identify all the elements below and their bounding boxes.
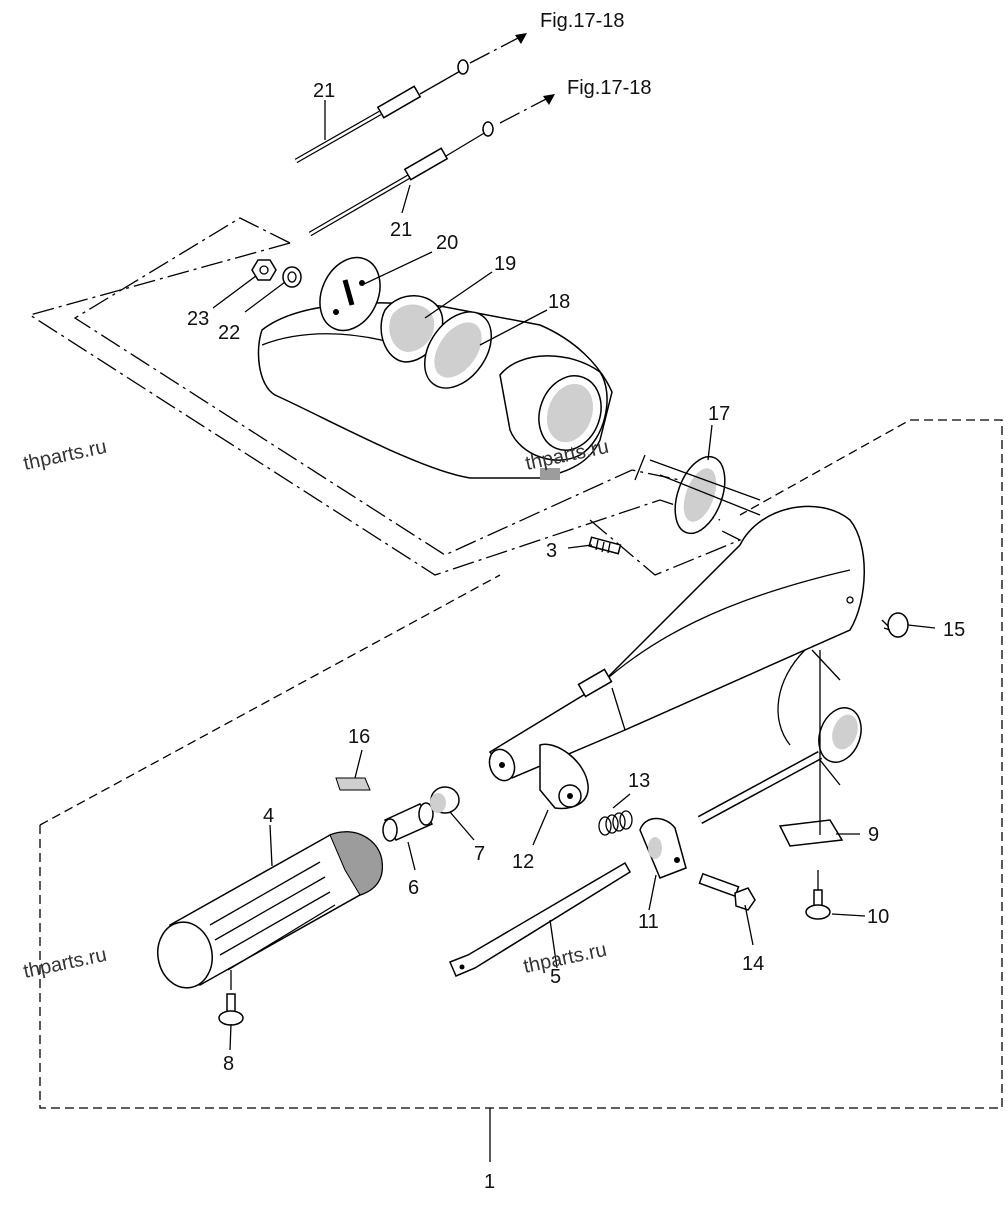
arrow-line-second: [499, 96, 551, 124]
friction-knob-12: [539, 743, 589, 810]
throttle-rod-5: [449, 861, 632, 977]
callout-19: 19: [494, 253, 516, 275]
label-16: [335, 777, 371, 791]
callout-3: 3: [546, 540, 557, 562]
fig-ref-second: Fig.17-18: [567, 77, 652, 99]
collar-6: [382, 802, 434, 842]
gasket-19: [380, 295, 444, 363]
callout-23: 23: [187, 308, 209, 330]
watermark-3: thparts.ru: [21, 944, 108, 983]
fig-ref-top: Fig.17-18: [540, 10, 625, 32]
washer-22: [282, 266, 302, 288]
upper-cover-housing: [257, 302, 613, 480]
callout-21-lower: 21: [390, 219, 412, 241]
spring-13: [598, 810, 633, 836]
plate-9: [778, 819, 844, 847]
tiller-arm: [488, 505, 865, 824]
nut-23: [251, 259, 277, 281]
callout-9: 9: [868, 824, 879, 846]
arrow-line-top: [469, 35, 523, 64]
callout-10: 10: [867, 906, 889, 928]
stud-3: [588, 536, 622, 555]
arrow-head-top: [515, 33, 527, 44]
part3-boundary: [589, 519, 742, 576]
group-1-boundary: [39, 419, 1003, 1109]
throttle-grip-4: [157, 831, 383, 989]
arrow-head-second: [543, 94, 555, 105]
screw-10: [805, 889, 831, 920]
callout-1: 1: [484, 1171, 495, 1193]
callout-15: 15: [943, 619, 965, 641]
callout-21-upper: 21: [313, 80, 335, 102]
callout-18: 18: [548, 291, 570, 313]
callout-22: 22: [218, 322, 240, 344]
bushing-7: [430, 786, 460, 814]
clamp-11: [639, 817, 687, 879]
cap-15: [881, 612, 909, 638]
screw-8: [218, 993, 244, 1026]
upper-boundary-inner: [73, 217, 681, 556]
callout-11: 11: [638, 911, 659, 933]
seal-18: [423, 311, 493, 389]
bolt-14: [698, 872, 756, 911]
callout-17: 17: [708, 403, 730, 425]
throttle-cable-upper: [294, 59, 469, 164]
watermark-1: thparts.ru: [21, 436, 108, 475]
callout-7: 7: [474, 843, 485, 865]
callout-8: 8: [223, 1053, 234, 1075]
callout-4: 4: [263, 805, 274, 827]
leader-lines: [212, 100, 936, 1051]
callout-6: 6: [408, 877, 419, 899]
group-1-boundary-left: [39, 574, 501, 826]
callout-16: 16: [348, 726, 370, 748]
shift-cable-lower: [308, 121, 494, 237]
watermark-4: thparts.ru: [521, 939, 608, 978]
callout-12: 12: [512, 851, 534, 873]
callout-13: 13: [628, 770, 650, 792]
callout-14: 14: [742, 953, 764, 975]
callout-20: 20: [436, 232, 458, 254]
grommet-17: [634, 454, 761, 535]
plate-20: [319, 256, 381, 332]
callout-5: 5: [550, 966, 561, 988]
